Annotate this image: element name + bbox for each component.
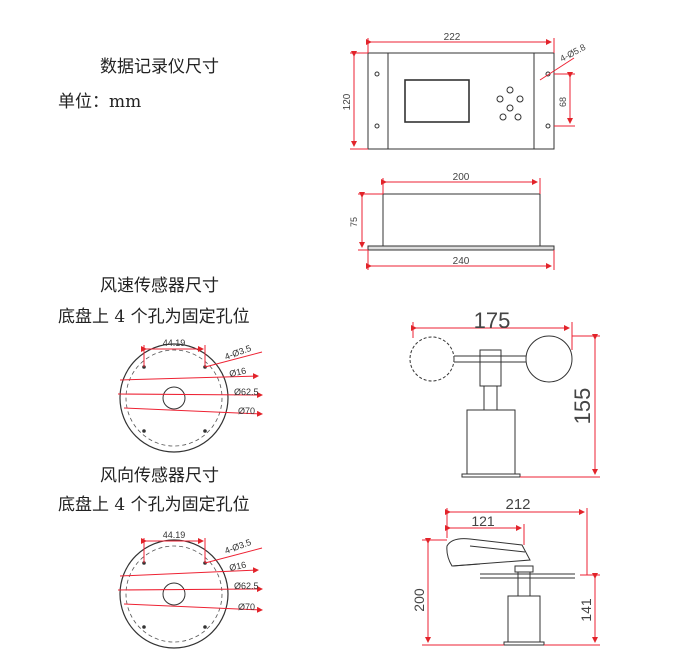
- recorder-title: 数据记录仪尺寸: [100, 57, 219, 77]
- direction-sensor-side-view: [422, 508, 600, 646]
- direction-side-width-label: 212: [505, 496, 530, 513]
- direction-base-height-label: 141: [578, 598, 594, 622]
- speed-sensor-side-view: [409, 322, 600, 478]
- direction-sensor-subtitle: 底盘上 4 个孔为固定孔位: [58, 495, 250, 515]
- speed-base-d1-label: Ø16: [228, 366, 247, 379]
- direction-base-d3-label: Ø70: [238, 602, 255, 612]
- recorder-side-view: [358, 178, 555, 270]
- direction-sensor-base: [117, 538, 263, 649]
- recorder-hole-spacing-label: 68: [558, 97, 568, 107]
- direction-sensor-title: 风向传感器尺寸: [100, 466, 219, 486]
- direction-base-holes-label: 4-Ø3.5: [223, 537, 252, 556]
- speed-sensor-base: [117, 343, 263, 453]
- speed-sensor-subtitle: 底盘上 4 个孔为固定孔位: [58, 307, 250, 327]
- speed-base-holes-label: 4-Ø3.5: [223, 343, 252, 362]
- speed-base-d3-label: Ø70: [238, 406, 255, 416]
- recorder-front-view: [350, 38, 575, 150]
- speed-base-d2-label: Ø62.5: [234, 387, 259, 397]
- direction-base-offset-label: 44.19: [163, 530, 186, 540]
- recorder-height-label: 120: [342, 93, 353, 110]
- unit-label: 单位：mm: [58, 92, 142, 112]
- recorder-side-top-label: 200: [453, 172, 470, 183]
- direction-base-d2-label: Ø62.5: [234, 581, 259, 591]
- recorder-width-label: 222: [444, 32, 461, 43]
- speed-side-height-label: 155: [570, 388, 595, 425]
- direction-base-d1-label: Ø16: [228, 560, 247, 573]
- recorder-holes-label: 4-Ø5.8: [558, 42, 587, 64]
- speed-base-offset-label: 44.19: [163, 338, 186, 348]
- direction-side-height-label: 200: [411, 588, 427, 612]
- recorder-side-bottom-label: 240: [453, 256, 470, 267]
- speed-sensor-title: 风速传感器尺寸: [100, 276, 219, 296]
- recorder-side-height-label: 75: [349, 217, 359, 227]
- speed-side-width-label: 175: [474, 308, 511, 333]
- direction-vane-length-label: 121: [471, 513, 495, 529]
